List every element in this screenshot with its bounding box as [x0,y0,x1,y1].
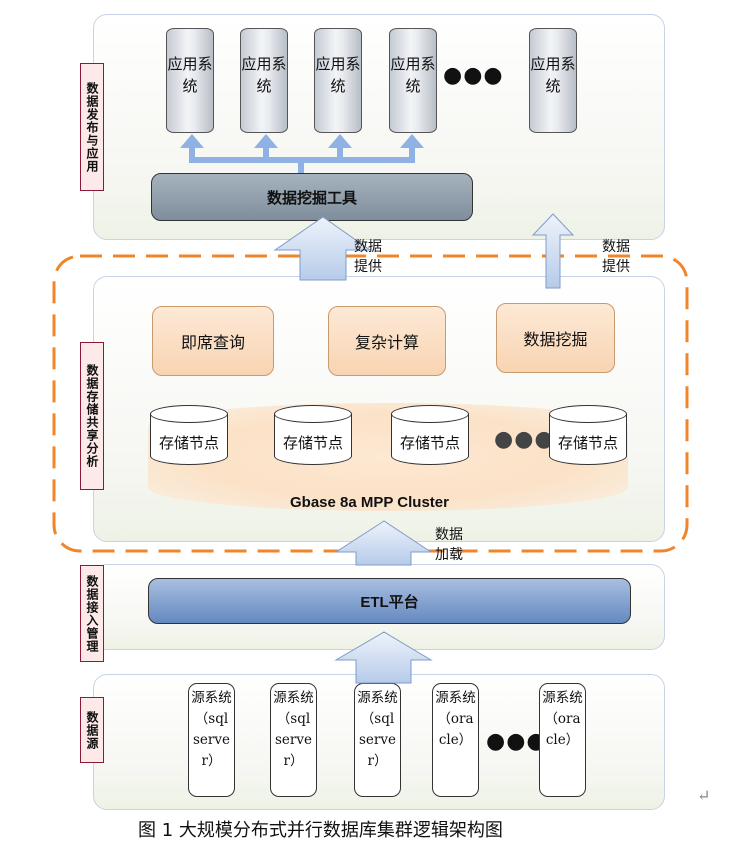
source-system-4: 源系统（oracle） [432,683,479,797]
source-system-1: 源系统（sql server） [188,683,235,797]
service-adhoc-query: 即席查询 [152,306,274,376]
side-label-app-publish: 数据发布与应用 [80,63,104,191]
app-system-2: 应用系统 [240,28,288,133]
label-provide-right: 数据提供 [602,237,636,277]
source-system-2: 源系统（sql server） [270,683,317,797]
app-system-4: 应用系统 [389,28,437,133]
label-provide-left-text: 数据提供 [354,239,382,275]
source-system-3: 源系统（sql server） [354,683,401,797]
label-provide-right-text: 数据提供 [602,239,630,275]
app-system-1: 应用系统 [166,28,214,133]
return-mark-icon: ↵ [697,786,711,805]
source-system-5: 源系统（oracle） [539,683,586,797]
storage-node-1-label: 存储节点 [150,414,228,465]
cluster-label: Gbase 8a MPP Cluster [290,494,449,511]
label-provide-left: 数据提供 [354,237,388,277]
cluster-disc [148,403,628,511]
app-ellipsis: ●●● [443,62,504,88]
label-load: 数据加载 [435,525,469,565]
etl-platform-bar: ETL平台 [148,578,631,624]
app-system-5: 应用系统 [529,28,577,133]
storage-node-3-label: 存储节点 [391,414,469,465]
storage-node-1: 存储节点 [150,405,228,465]
app-system-3: 应用系统 [314,28,362,133]
data-mining-tool-bar: 数据挖掘工具 [151,173,473,221]
figure-caption: 图 1 大规模分布式并行数据库集群逻辑架构图 [138,820,503,841]
side-label-ingest: 数据接入管理 [80,565,104,662]
service-data-mining: 数据挖掘 [496,303,615,373]
storage-node-3: 存储节点 [391,405,469,465]
storage-node-4: 存储节点 [549,405,627,465]
storage-ellipsis: ●●● [494,426,555,452]
source-ellipsis: ●●● [486,728,547,754]
side-label-storage: 数据存储共享分析 [80,342,104,490]
side-label-sources: 数据源 [80,697,104,763]
storage-node-2: 存储节点 [274,405,352,465]
service-complex-compute: 复杂计算 [328,306,446,376]
label-load-text: 数据加载 [435,527,463,563]
